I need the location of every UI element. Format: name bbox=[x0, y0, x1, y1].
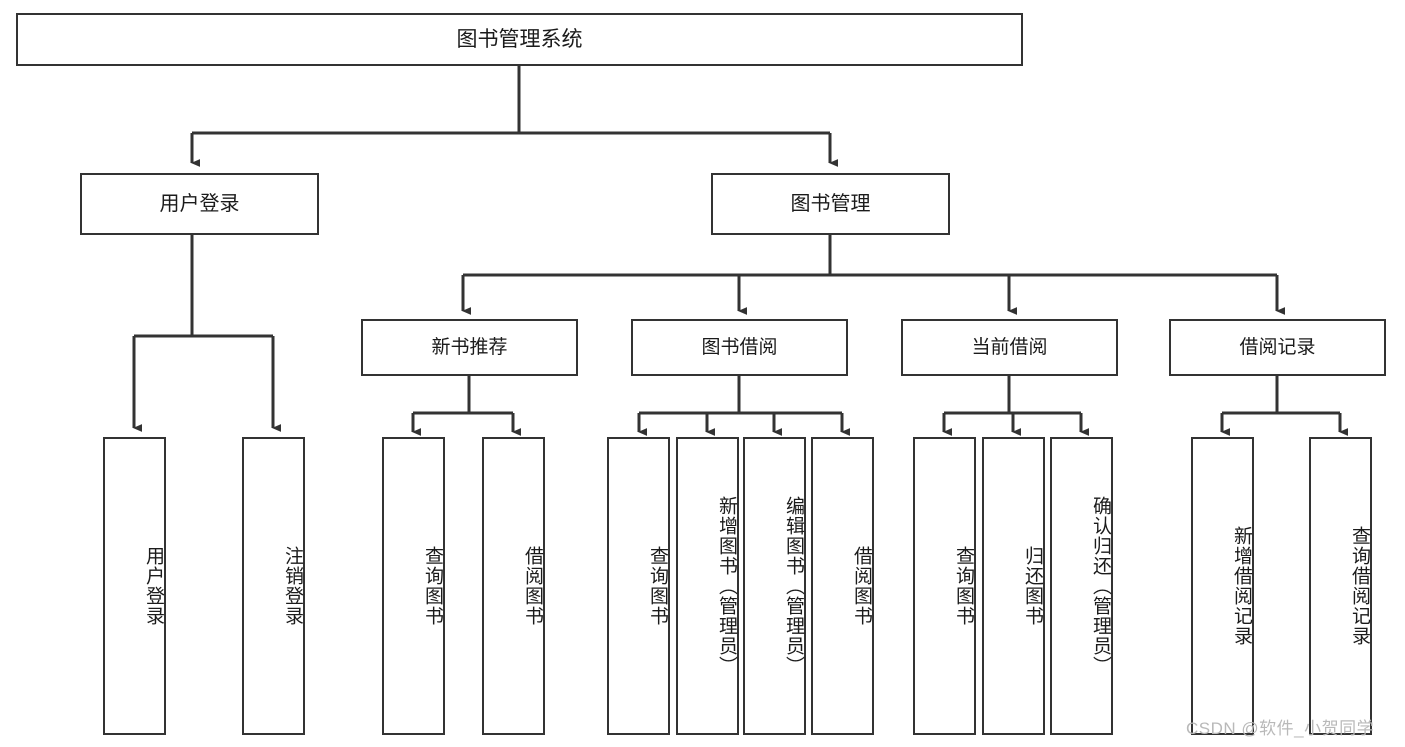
leaf-label: 查询图书 bbox=[953, 546, 974, 626]
leaf-borrow-book-recommend[interactable]: 借阅图书 bbox=[482, 437, 545, 735]
leaf-edit-book-admin[interactable]: 编辑图书（管理员） bbox=[743, 437, 806, 735]
leaf-label: 查询图书 bbox=[422, 546, 443, 626]
leaf-confirm-return-admin[interactable]: 确认归还（管理员） bbox=[1050, 437, 1113, 735]
leaf-return-book[interactable]: 归还图书 bbox=[982, 437, 1045, 735]
leaf-label: 查询图书 bbox=[647, 546, 668, 626]
leaf-user-login[interactable]: 用户登录 bbox=[103, 437, 166, 735]
leaf-label: 新增图书（管理员） bbox=[716, 496, 737, 676]
leaf-query-book-current[interactable]: 查询图书 bbox=[913, 437, 976, 735]
node-book-management[interactable]: 图书管理 bbox=[711, 173, 950, 235]
leaf-query-borrow-record[interactable]: 查询借阅记录 bbox=[1309, 437, 1372, 735]
leaf-borrow-book[interactable]: 借阅图书 bbox=[811, 437, 874, 735]
leaf-label: 注销登录 bbox=[282, 546, 303, 626]
leaf-label: 编辑图书（管理员） bbox=[783, 496, 804, 676]
leaf-query-book-recommend[interactable]: 查询图书 bbox=[382, 437, 445, 735]
csdn-watermark: CSDN @软件_小贺同学 bbox=[1186, 719, 1375, 738]
leaf-logout[interactable]: 注销登录 bbox=[242, 437, 305, 735]
node-book-borrow[interactable]: 图书借阅 bbox=[631, 319, 848, 376]
node-borrow-records[interactable]: 借阅记录 bbox=[1169, 319, 1386, 376]
leaf-label: 借阅图书 bbox=[851, 546, 872, 626]
node-user-login[interactable]: 用户登录 bbox=[80, 173, 319, 235]
node-current-borrow[interactable]: 当前借阅 bbox=[901, 319, 1118, 376]
leaf-query-book-borrow[interactable]: 查询图书 bbox=[607, 437, 670, 735]
node-new-book-recommend[interactable]: 新书推荐 bbox=[361, 319, 578, 376]
leaf-label: 新增借阅记录 bbox=[1231, 526, 1252, 646]
leaf-label: 查询借阅记录 bbox=[1349, 526, 1370, 646]
leaf-label: 借阅图书 bbox=[522, 546, 543, 626]
node-root-system[interactable]: 图书管理系统 bbox=[16, 13, 1023, 66]
leaf-label: 确认归还（管理员） bbox=[1090, 496, 1111, 676]
leaf-add-book-admin[interactable]: 新增图书（管理员） bbox=[676, 437, 739, 735]
leaf-label: 归还图书 bbox=[1022, 546, 1043, 626]
leaf-label: 用户登录 bbox=[143, 546, 164, 626]
leaf-add-borrow-record[interactable]: 新增借阅记录 bbox=[1191, 437, 1254, 735]
